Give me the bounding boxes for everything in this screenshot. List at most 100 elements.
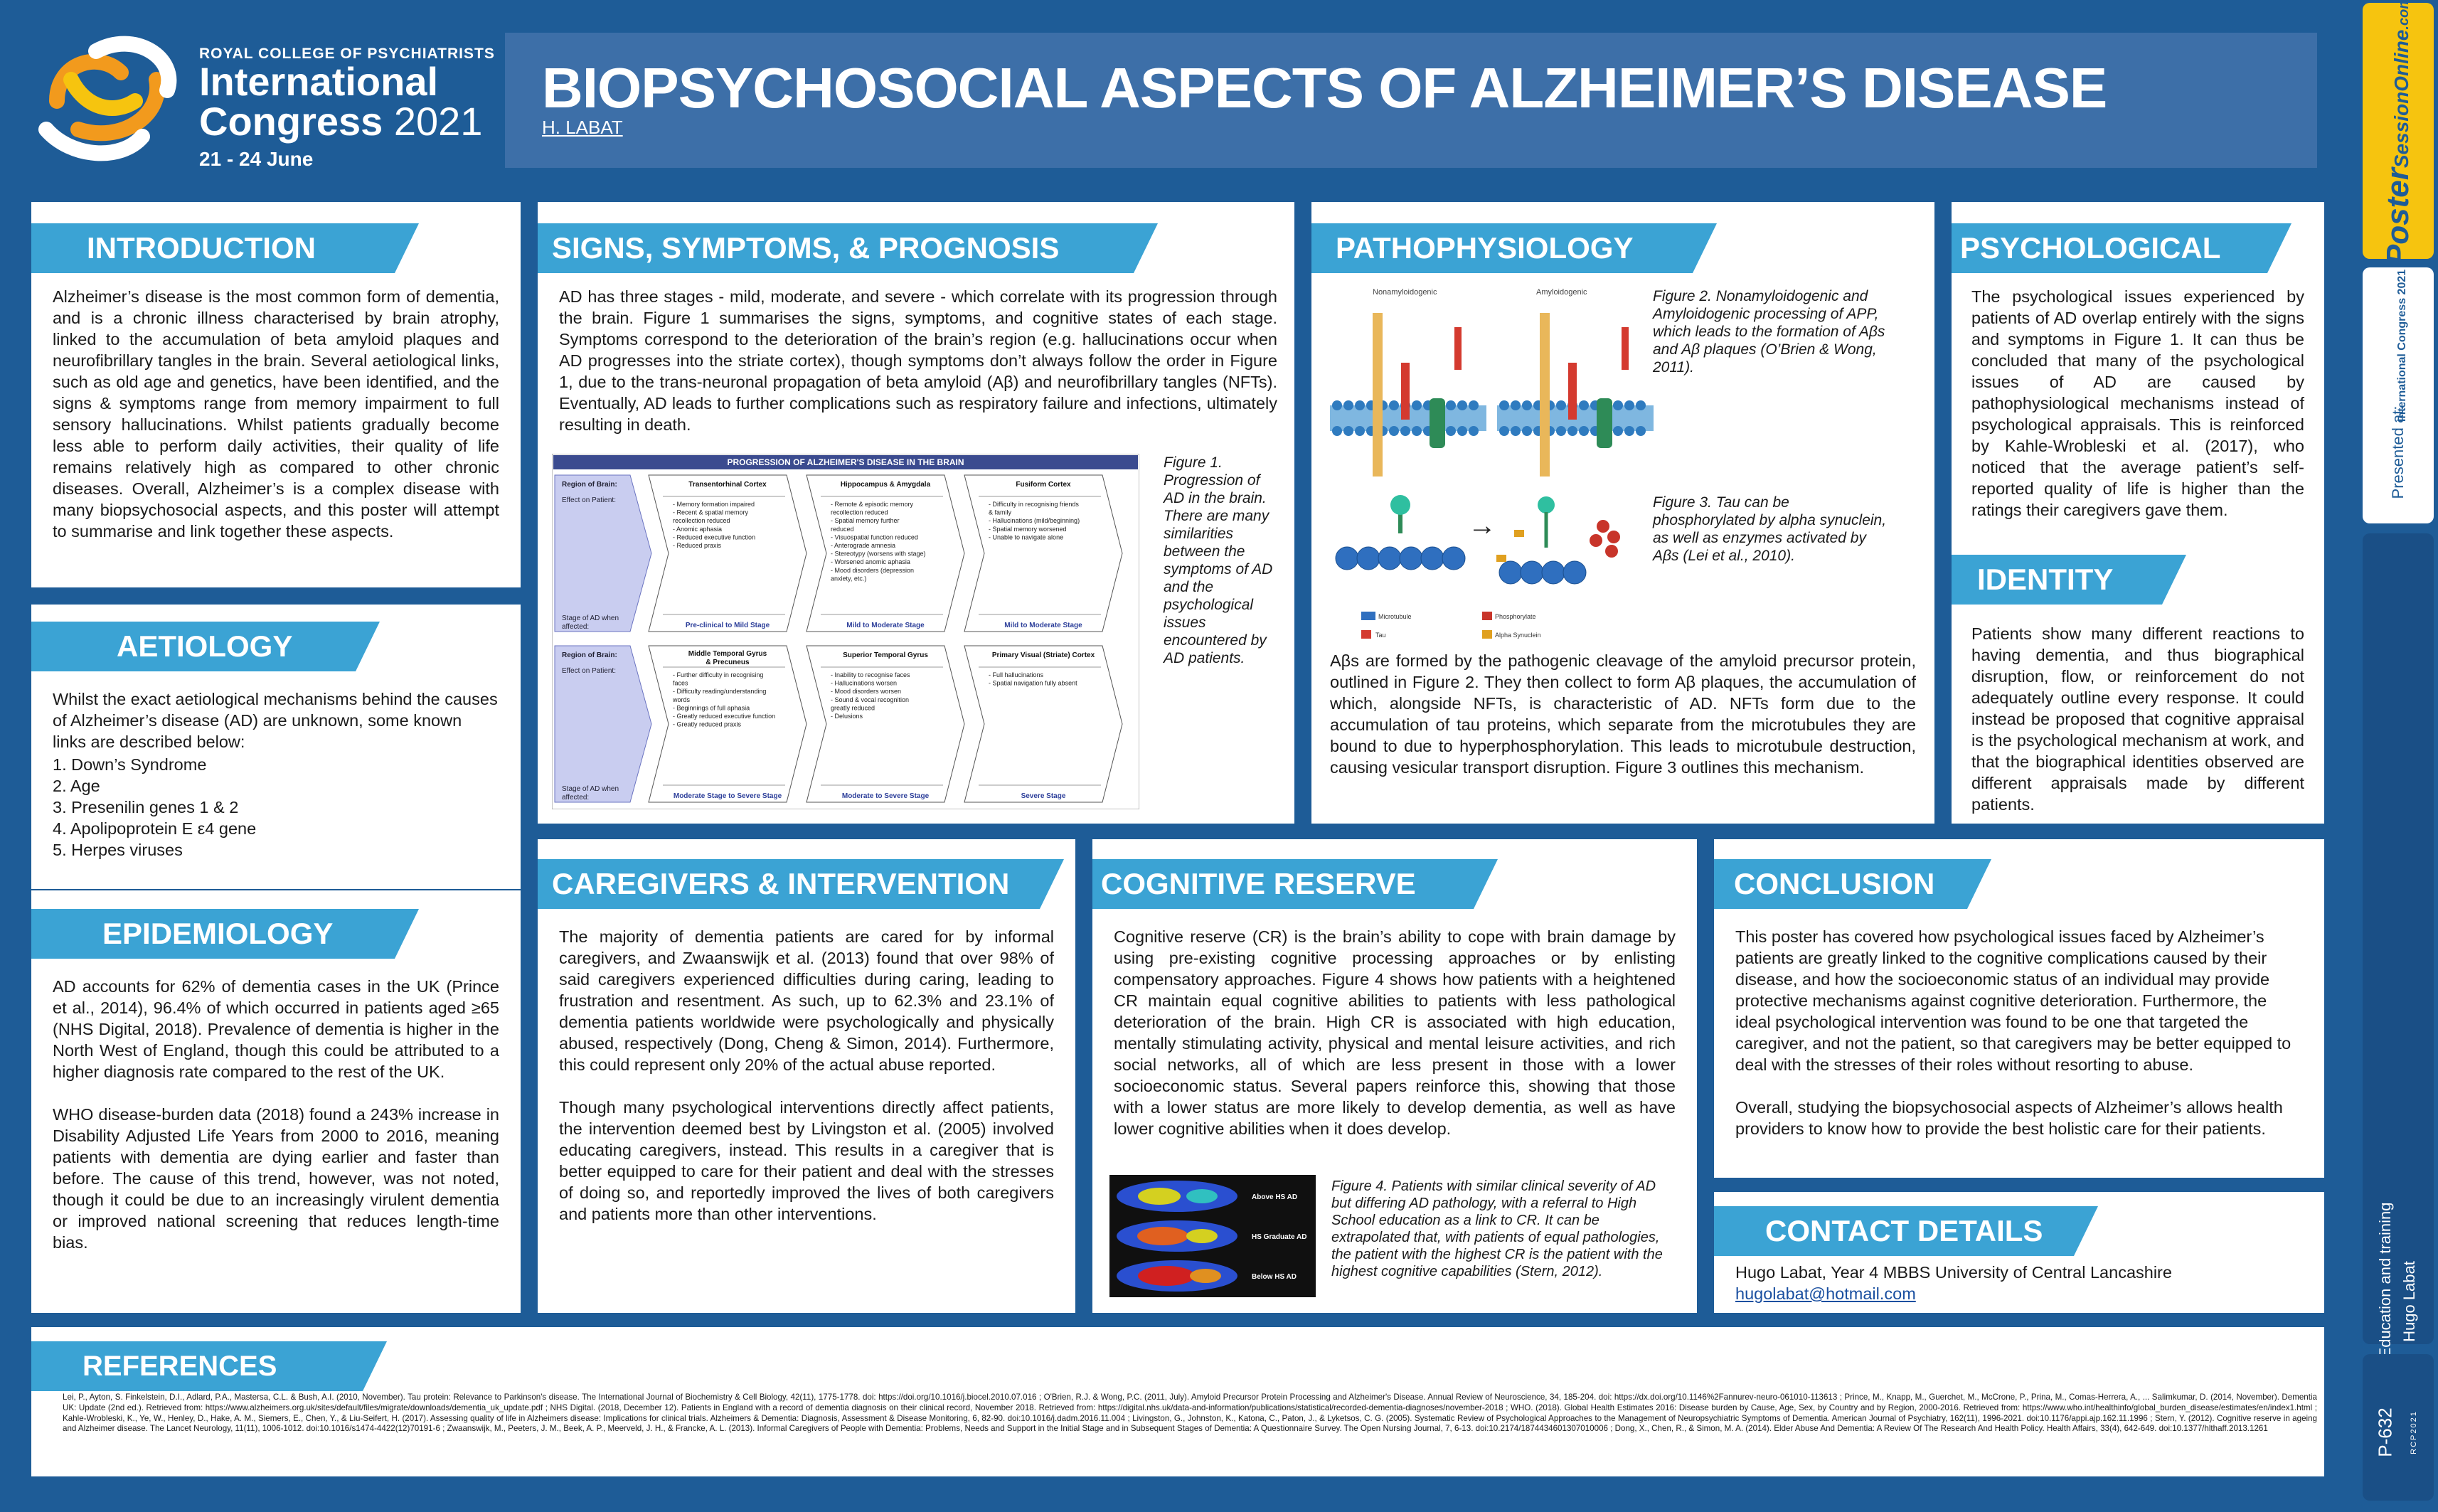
presented-box: Presented at: International Congress 202… [2363,267,2434,523]
fig3-legend: Microtubule Phosphorylate Tau Alpha Synu… [1361,612,1541,639]
figure-4-brain-scans: Above HS AD HS Graduate AD Below HS AD [1109,1175,1316,1297]
caregivers-text: The majority of dementia patients are ca… [559,926,1054,1246]
figure-1-progression: PROGRESSION OF ALZHEIMER'S DISEASE IN TH… [552,454,1139,809]
fig1-stage: Mild to Moderate Stage [1004,622,1082,629]
aetiology-item: 5. Herpes viruses [53,841,183,859]
fig1-region: Fusiform Cortex [1016,481,1071,489]
fig1-stage-box [648,474,807,632]
fig1-effect: greatly reduced [831,704,875,711]
brand-box[interactable]: PosterSessionOnline.com [2363,3,2434,259]
fig1-effect: - Full hallucinations [989,671,1044,678]
logo-mark-icon [38,36,177,161]
logo-dates: 21 - 24 June [199,148,314,170]
panel-caregivers: CAREGIVERS & INTERVENTION The majority o… [538,839,1075,1313]
aetiology-list: 1. Down’s Syndrome 2. Age 3. Presenilin … [53,754,256,861]
figure-4-caption: Figure 4. Patients with similar clinical… [1331,1178,1663,1279]
fig1-effect: - Worsened anomic aphasia [831,558,910,565]
heading-cognitive-reserve: COGNITIVE RESERVE [1092,859,1498,909]
fig1-stage: Mild to Moderate Stage [846,622,925,629]
fig1-effect: - Greatly reduced praxis [673,721,742,728]
psychological-text: The psychological issues experienced by … [1971,287,2304,519]
fig1-effect: - Beginnings of full aphasia [673,704,750,711]
fig1-stage: Moderate Stage to Severe Stage [674,792,782,800]
fig1-effect: - Reduced executive function [673,533,755,541]
fig4-scan-row [1117,1181,1237,1212]
brand-wordmark: PosterSessionOnline.com [2380,3,2416,259]
fig1-effect: recollection reduced [831,509,888,516]
aetiology-item: 2. Age [53,777,100,795]
epidemiology-p2: WHO disease-burden data (2018) found a 2… [53,1105,499,1252]
panel-pathophysiology: PATHOPHYSIOLOGY Nonamyloidogenic Amyloid… [1311,202,1934,824]
fig1-effect: - Hallucinations (mild/beginning) [989,517,1080,524]
fig1-effect: - Hallucinations worsen [831,680,897,687]
cognitive-reserve-text: Cognitive reserve (CR) is the brain’s ab… [1114,927,1676,1138]
logo-congress-line1: International [199,59,439,104]
fig1-label-effect: Effect on Patient: [562,496,616,504]
right-sidebar: PosterSessionOnline.com Presented at: In… [2360,0,2438,1512]
identity-text: Patients show many different reactions t… [1971,624,2304,814]
heading-psychological: PSYCHOLOGICAL [1952,223,2291,273]
fig1-effect: - Difficulty reading/understanding [673,688,766,695]
poster-author[interactable]: H. LABAT [542,117,623,138]
fig3-legend-tau: Tau [1375,632,1386,639]
sidebar-author: Hugo Labat [2400,1261,2418,1342]
heading-references: REFERENCES [31,1341,387,1391]
fig1-effect: - Visuospatial function reduced [831,533,918,541]
fig3-legend-microtubule: Microtubule [1378,613,1412,620]
fig1-label-stage-2: affected: [562,623,589,631]
aetiology-text: Whilst the exact aetiological mechanisms… [53,690,498,751]
heading-identity: IDENTITY [1952,555,2186,605]
heading-pathophysiology: PATHOPHYSIOLOGY [1311,223,1717,273]
fig2-label-amyloidogenic: Amyloidogenic [1536,288,1587,297]
fig1-effect: - Delusions [831,713,863,720]
panel-aetiology: AETIOLOGY Whilst the exact aetiological … [31,605,521,889]
fig1-region-2: & Precuneus [706,659,750,666]
aetiology-item: 4. Apolipoprotein E ε4 gene [53,819,257,838]
fig1-effect: - Spatial memory further [831,517,900,524]
fig1-effect: - Anterograde amnesia [831,542,895,549]
fig1-effect: - Spatial navigation fully absent [989,680,1077,687]
fig1-stage: Severe Stage [1021,792,1066,800]
fig1-row-1: Region of Brain:Effect on Patient:Stage … [554,474,1123,632]
fig1-label-column [554,474,652,632]
fig1-region: Transentorhinal Cortex [688,481,767,489]
fig1-effect: - Further difficulty in recognising [673,671,763,678]
fig1-effect: - Memory formation impaired [673,501,755,508]
figure-3-caption: Figure 3. Tau can be phosphorylated by a… [1653,494,1887,564]
poster-id: P-632 [2374,1407,2396,1457]
fig1-effect: reduced [831,526,854,533]
heading-signs: SIGNS, SYMPTOMS, & PROGNOSIS [538,223,1158,273]
fig1-effect: - Difficulty in recognising friends [989,501,1079,508]
heading-aetiology: AETIOLOGY [31,622,380,671]
introduction-text: Alzheimer’s disease is the most common f… [53,287,499,541]
fig1-region: Hippocampus & Amygdala [841,481,931,489]
logo-congress-label: Congress [199,99,383,144]
figure-2-caption: Figure 2. Nonamyloidogenic and Amyloidog… [1653,288,1885,376]
fig4-label: Below HS AD [1252,1273,1297,1281]
epidemiology-text: AD accounts for 62% of dementia cases in… [53,976,499,1274]
fig4-label: HS Graduate AD [1252,1233,1306,1241]
fig1-effect: & family [989,509,1012,516]
heading-epidemiology: EPIDEMIOLOGY [31,909,419,959]
panel-epidemiology: EPIDEMIOLOGY AD accounts for 62% of deme… [31,890,521,1313]
fig1-effect: - Spatial memory worsened [989,526,1067,533]
congress-logo: ROYAL COLLEGE OF PSYCHIATRISTS Internati… [28,16,498,170]
fig1-effect: - Greatly reduced executive function [673,713,775,720]
panel-cognitive-reserve: COGNITIVE RESERVE Cognitive reserve (CR)… [1092,839,1697,1313]
fig1-title: PROGRESSION OF ALZHEIMER'S DISEASE IN TH… [727,457,964,467]
fig1-row-2: Region of Brain:Effect on Patient:Stage … [554,645,1123,803]
panel-references: REFERENCES Lei, P., Ayton, S. Finkelstei… [31,1327,2324,1476]
fig1-label-stage: Stage of AD when [562,785,619,793]
pathophysiology-text: Aβs are formed by the pathogenic cleavag… [1330,651,1916,777]
panel-signs: SIGNS, SYMPTOMS, & PROGNOSIS AD has thre… [538,202,1294,824]
logo-org: ROYAL COLLEGE OF PSYCHIATRISTS [199,46,495,62]
fig2-label-nonamyloidogenic: Nonamyloidogenic [1373,288,1437,297]
fig1-label-region: Region of Brain: [562,651,617,659]
contact-email-link[interactable]: hugolabat@hotmail.com [1735,1284,1916,1303]
mini-congress-logo: International Congress 2021 [2396,269,2408,422]
heading-conclusion: CONCLUSION [1714,859,1991,909]
fig1-effect: words [672,696,691,703]
category-strip: Education and training Hugo Labat [2363,533,2434,1358]
heading-caregivers: CAREGIVERS & INTERVENTION [538,859,1064,909]
heading-introduction: INTRODUCTION [31,223,419,273]
